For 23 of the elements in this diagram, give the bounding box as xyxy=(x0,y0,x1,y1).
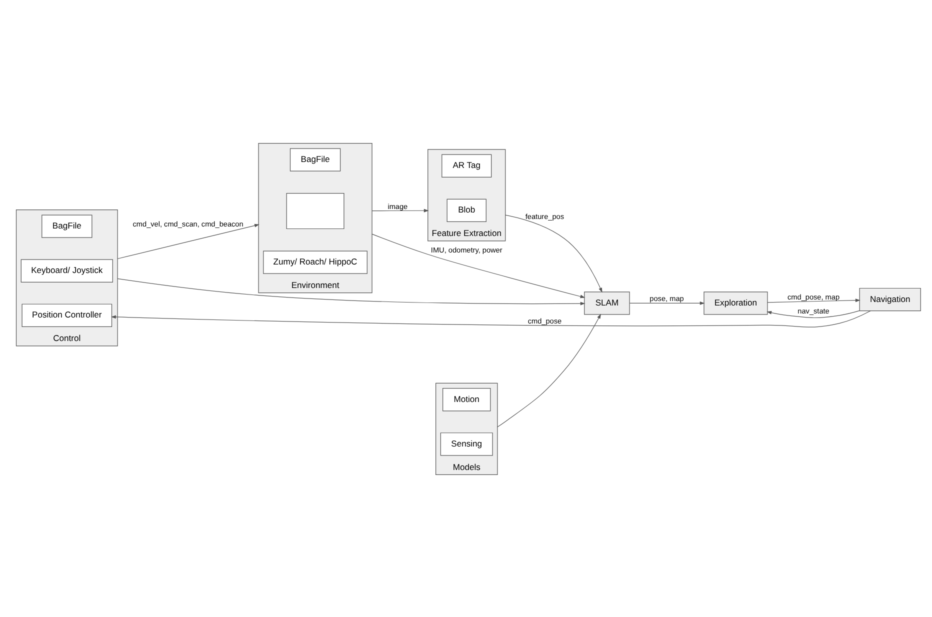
node-box: SLAM xyxy=(584,291,630,314)
node-box: Motion xyxy=(442,388,491,411)
arrow xyxy=(505,214,602,292)
arrow xyxy=(372,208,429,212)
node-box: Position Controller xyxy=(22,303,112,326)
arrow xyxy=(372,233,586,298)
node-box: BagFile xyxy=(290,148,341,171)
node-box: Blob xyxy=(446,198,486,222)
arrow xyxy=(497,313,601,427)
node-box: Exploration xyxy=(704,291,768,314)
node-box: Zumy/ Roach/ HippoC xyxy=(263,250,368,274)
arrow xyxy=(767,298,860,302)
arrow xyxy=(766,310,860,318)
arrow xyxy=(629,300,705,304)
arrow xyxy=(111,310,871,327)
arrow xyxy=(117,223,260,259)
node-box: Sensing xyxy=(440,432,493,456)
node-box: BagFile xyxy=(42,214,92,238)
node-box: Navigation xyxy=(859,287,921,311)
node-box: Keyboard/ Joystick xyxy=(20,258,113,282)
node-box: AR Tag xyxy=(442,154,492,177)
arrow xyxy=(117,278,586,305)
node-box xyxy=(286,192,344,229)
